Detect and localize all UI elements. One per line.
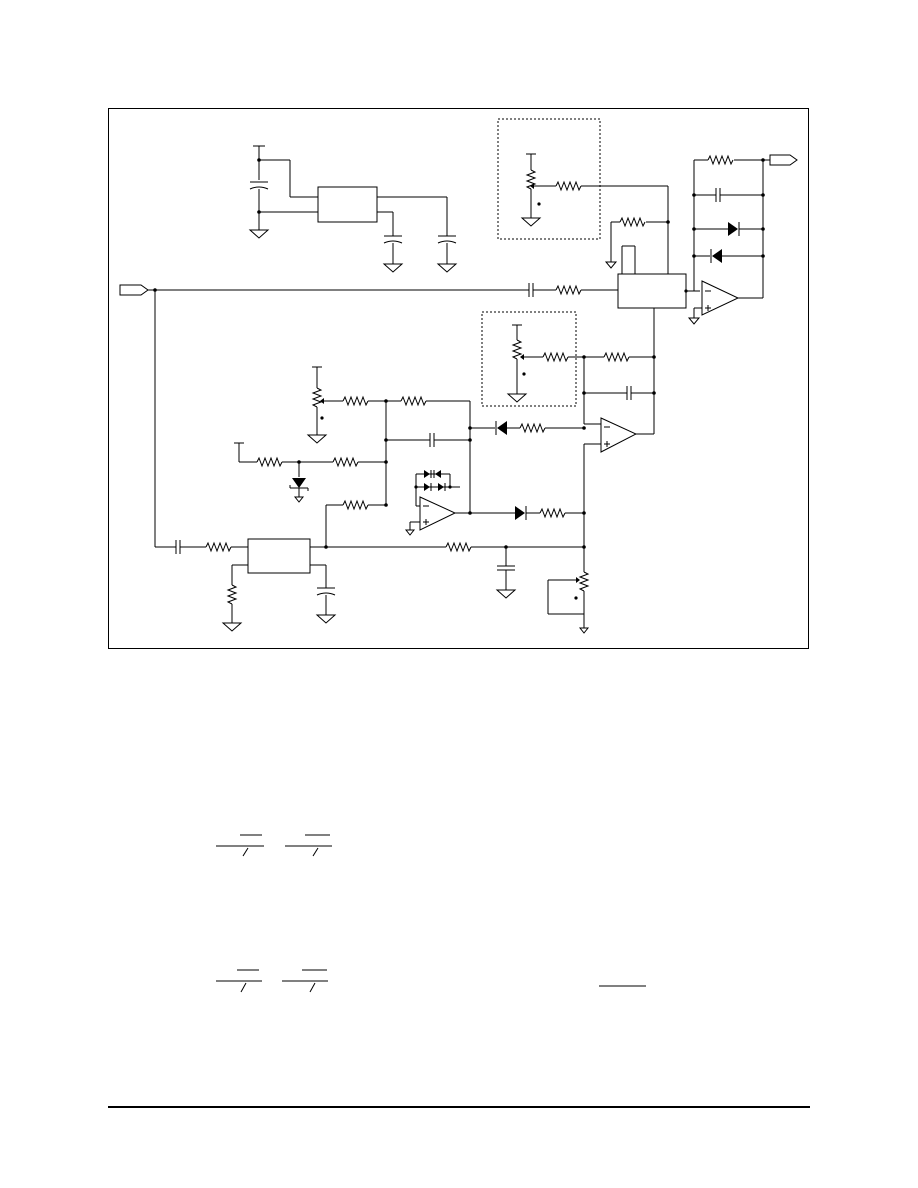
feedback-network-top-right	[604, 154, 798, 432]
equation-line-1	[216, 834, 332, 857]
regulator-ic	[317, 186, 378, 223]
op-amp-lower	[419, 496, 457, 531]
output-port	[769, 154, 798, 166]
input-line	[119, 283, 618, 554]
input-port	[119, 284, 149, 296]
trim-box-top	[497, 118, 668, 240]
schematic-frame	[108, 108, 809, 649]
equation-line-2	[216, 969, 646, 993]
bias-network-left	[234, 366, 586, 513]
footer-rule	[108, 1106, 810, 1108]
op-amp-middle	[600, 417, 638, 453]
ground-symbol	[248, 229, 270, 239]
clamp-diodes	[414, 470, 460, 507]
bottom-block-section	[221, 538, 590, 634]
op-amp-output	[701, 280, 740, 316]
trim-box-middle	[481, 311, 656, 424]
bottom-block	[247, 538, 311, 574]
multiplier-block	[617, 273, 687, 309]
regulator-section	[248, 145, 458, 273]
